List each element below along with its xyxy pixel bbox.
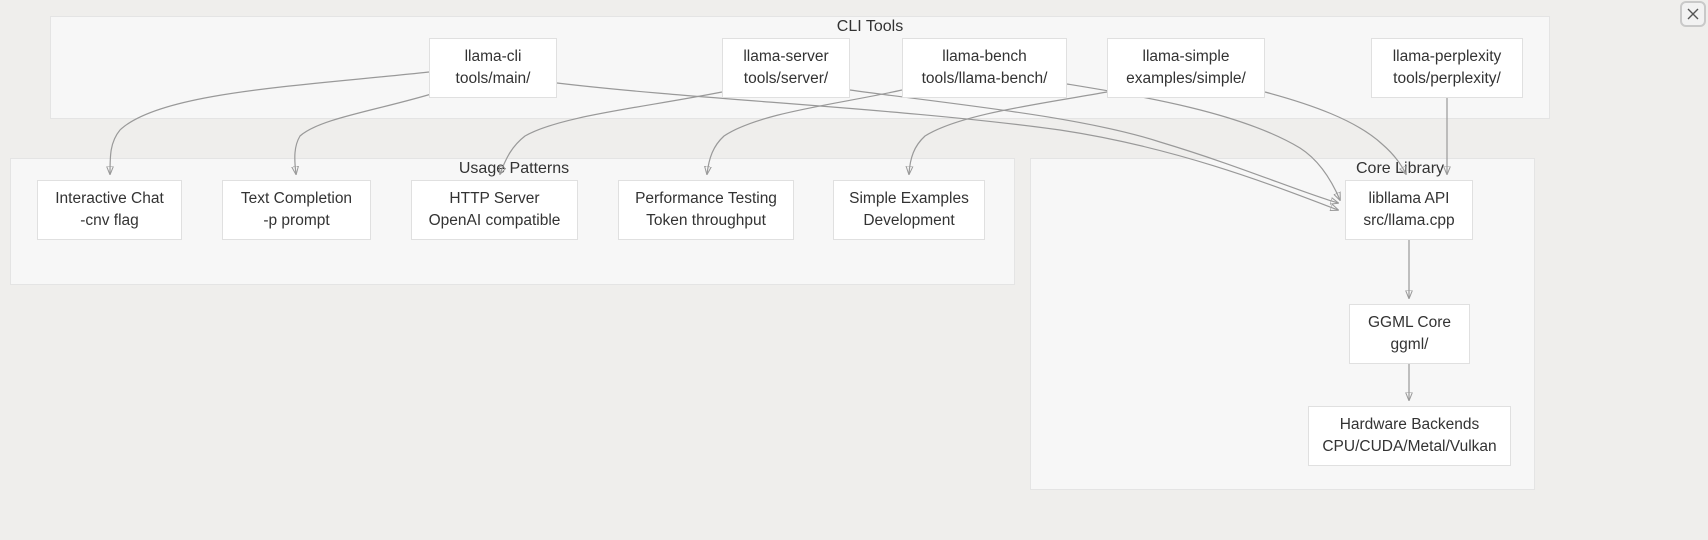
node-simple-examples-line2: Development [863, 212, 955, 229]
node-libllama-api[interactable]: libllama API src/llama.cpp [1345, 180, 1473, 240]
node-llama-bench[interactable]: llama-bench tools/llama-bench/ [902, 38, 1067, 98]
node-llama-server-line2: tools/server/ [743, 70, 829, 87]
node-llama-cli-line2: tools/main/ [455, 70, 531, 87]
node-simple-examples[interactable]: Simple Examples Development [833, 180, 985, 240]
node-llama-server-line1: llama-server [743, 48, 829, 65]
node-http-server[interactable]: HTTP Server OpenAI compatible [411, 180, 578, 240]
node-llama-bench-line2: tools/llama-bench/ [921, 70, 1048, 87]
node-simple-examples-line1: Simple Examples [849, 190, 969, 207]
close-icon [1687, 8, 1699, 20]
node-llama-cli[interactable]: llama-cli tools/main/ [429, 38, 557, 98]
node-performance-testing-line2: Token throughput [646, 212, 766, 229]
node-llama-perplexity[interactable]: llama-perplexity tools/perplexity/ [1371, 38, 1523, 98]
node-llama-server[interactable]: llama-server tools/server/ [722, 38, 850, 98]
close-button[interactable] [1680, 1, 1706, 27]
node-hardware-backends-line1: Hardware Backends [1339, 416, 1480, 433]
node-text-completion-line1: Text Completion [240, 190, 353, 207]
node-ggml-core-line2: ggml/ [1390, 336, 1429, 353]
node-performance-testing-line1: Performance Testing [635, 190, 777, 207]
node-llama-simple[interactable]: llama-simple examples/simple/ [1107, 38, 1265, 98]
subgraph-label-cli-tools: CLI Tools [836, 18, 904, 35]
node-interactive-chat[interactable]: Interactive Chat -cnv flag [37, 180, 182, 240]
node-llama-bench-line1: llama-bench [942, 48, 1027, 65]
node-llama-perplexity-line2: tools/perplexity/ [1393, 70, 1501, 87]
subgraph-label-core-library: Core Library [1355, 160, 1445, 177]
node-llama-simple-line1: llama-simple [1142, 48, 1230, 65]
node-performance-testing[interactable]: Performance Testing Token throughput [618, 180, 794, 240]
node-llama-perplexity-line1: llama-perplexity [1392, 48, 1502, 65]
node-ggml-core[interactable]: GGML Core ggml/ [1349, 304, 1470, 364]
node-libllama-api-line2: src/llama.cpp [1363, 212, 1455, 229]
node-hardware-backends-line2: CPU/CUDA/Metal/Vulkan [1322, 438, 1497, 455]
node-llama-simple-line2: examples/simple/ [1126, 70, 1246, 87]
node-libllama-api-line1: libllama API [1368, 190, 1450, 207]
node-ggml-core-line1: GGML Core [1368, 314, 1451, 331]
node-interactive-chat-line2: -cnv flag [80, 212, 139, 229]
node-llama-cli-line1: llama-cli [464, 48, 522, 65]
node-http-server-line1: HTTP Server [449, 190, 540, 207]
subgraph-label-usage-patterns: Usage Patterns [458, 160, 570, 177]
node-text-completion[interactable]: Text Completion -p prompt [222, 180, 371, 240]
node-interactive-chat-line1: Interactive Chat [55, 190, 164, 207]
node-text-completion-line2: -p prompt [263, 212, 330, 229]
node-http-server-line2: OpenAI compatible [428, 212, 561, 229]
node-hardware-backends[interactable]: Hardware Backends CPU/CUDA/Metal/Vulkan [1308, 406, 1511, 466]
